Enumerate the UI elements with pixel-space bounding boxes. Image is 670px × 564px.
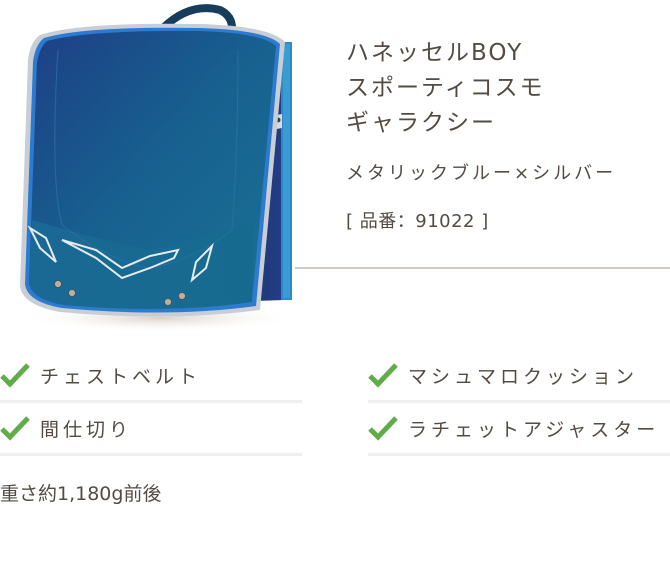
feature-label: ラチェットアジャスター bbox=[408, 418, 660, 441]
feature-item-ratchet-adjuster: ラチェットアジャスター bbox=[368, 403, 670, 456]
product-image bbox=[0, 0, 330, 340]
product-color: メタリックブルー×シルバー bbox=[346, 163, 617, 184]
check-icon bbox=[368, 363, 398, 388]
check-icon bbox=[0, 416, 30, 441]
feature-item-marshmallow-cushion: マシュマロクッション bbox=[368, 350, 670, 403]
product-weight: 重さ約1,180g前後 bbox=[0, 483, 162, 505]
check-icon bbox=[368, 416, 398, 441]
product-info: ハネッセルBOY スポーティコスモ ギャラクシー メタリックブルー×シルバー [… bbox=[346, 36, 670, 233]
feature-item-chest-belt: チェストベルト bbox=[0, 350, 302, 403]
feature-label: 間仕切り bbox=[40, 418, 133, 441]
backpack-icon bbox=[20, 4, 300, 332]
check-icon bbox=[0, 363, 30, 388]
product-name: ハネッセルBOY スポーティコスモ ギャラクシー bbox=[346, 36, 670, 141]
product-code: [ 品番：91022 ] bbox=[346, 211, 489, 232]
product-name-line-2: スポーティコスモ bbox=[346, 75, 545, 101]
product-name-line-3: ギャラクシー bbox=[346, 110, 496, 136]
feature-label: マシュマロクッション bbox=[408, 365, 639, 388]
product-name-line-1: ハネッセルBOY bbox=[346, 40, 524, 66]
feature-item-divider: 間仕切り bbox=[0, 403, 302, 456]
feature-label: チェストベルト bbox=[40, 365, 202, 388]
info-divider bbox=[295, 267, 670, 269]
